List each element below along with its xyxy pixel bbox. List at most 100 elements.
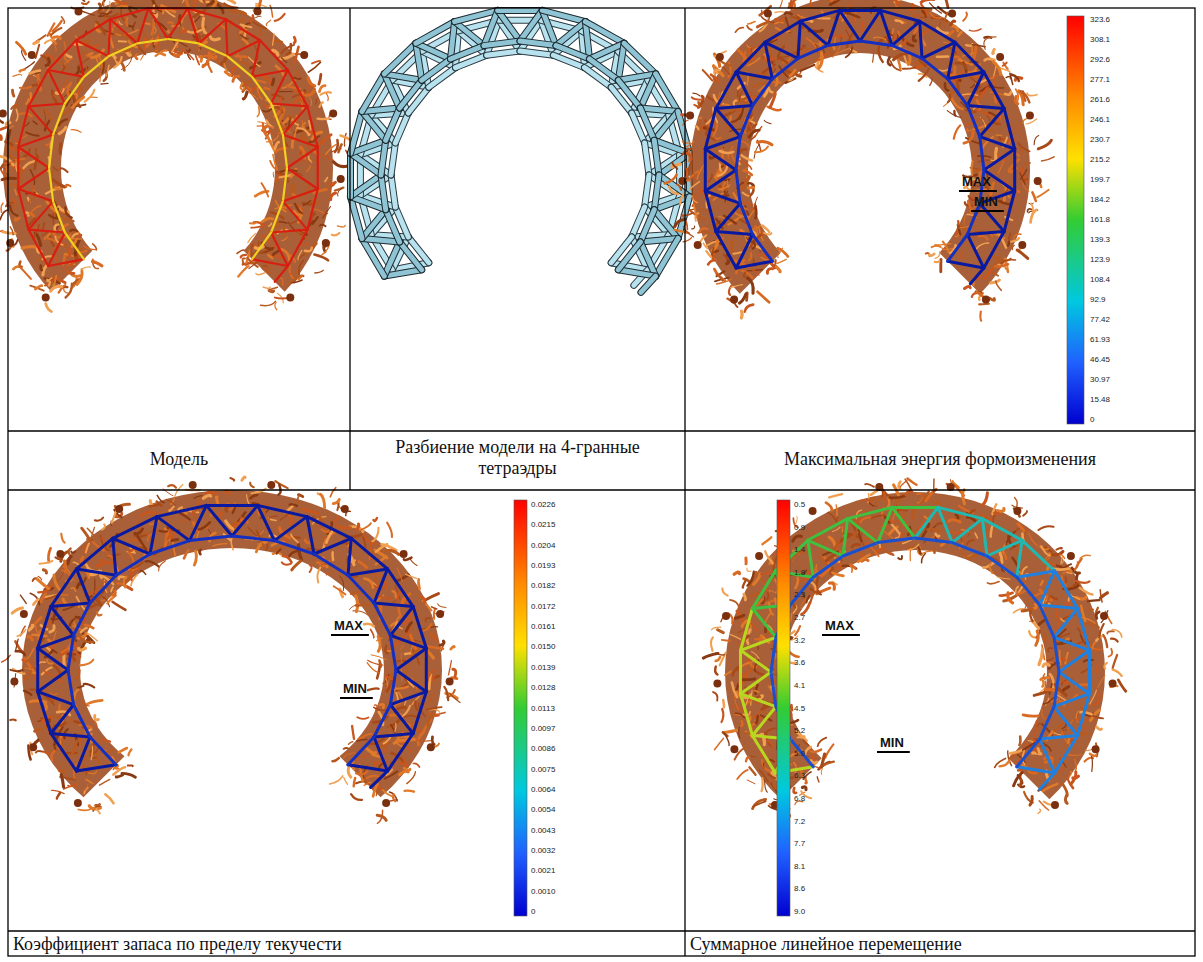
- foliage-stroke: [16, 42, 25, 54]
- foliage-stroke: [221, 0, 235, 3]
- foliage-stroke: [801, 47, 816, 50]
- lattice-bar: [109, 43, 138, 56]
- foliage-stroke: [789, 0, 792, 8]
- mesh-edge: [386, 108, 400, 140]
- mesh-bar: [455, 22, 484, 46]
- foliage-stroke: [2, 178, 16, 179]
- foliage-stroke: [680, 193, 684, 205]
- lattice-bar: [168, 8, 188, 39]
- foliage-stroke: [380, 704, 384, 708]
- foliage-stroke: [750, 130, 760, 137]
- mesh-edge: [618, 270, 655, 276]
- foliage-stroke: [998, 118, 1000, 123]
- lattice-bar: [48, 259, 84, 266]
- foliage-stroke: [321, 92, 331, 95]
- lattice-bar: [736, 235, 752, 269]
- foliage-stroke: [12, 203, 15, 208]
- foliage-stroke: [312, 61, 320, 64]
- mesh-edge: [487, 51, 520, 55]
- flower: [982, 295, 990, 303]
- foliage-stroke: [703, 70, 713, 81]
- foliage-stroke: [929, 254, 934, 256]
- foliage-stroke: [755, 197, 757, 208]
- foliage-stroke: [275, 14, 285, 21]
- lattice-bar: [29, 104, 65, 107]
- mesh-edge: [451, 22, 455, 59]
- foliage-stroke: [249, 15, 253, 21]
- foliage-stroke: [310, 565, 312, 572]
- lattice-bar: [716, 232, 753, 235]
- lattice-bar: [137, 8, 148, 43]
- foliage-stroke: [277, 221, 278, 228]
- foliage-stroke: [261, 301, 276, 305]
- foliage-stroke: [174, 50, 182, 53]
- lattice-bar: [828, 41, 860, 45]
- foliage-stroke: [1003, 63, 1007, 66]
- foliage-stroke: [294, 78, 301, 80]
- foliage-stroke: [935, 252, 940, 259]
- foliage-stroke: [61, 168, 68, 172]
- lattice-bar: [287, 147, 318, 168]
- foliage-stroke: [714, 269, 724, 280]
- foliage-stroke: [150, 501, 152, 506]
- arch-structure: [0, 0, 1126, 823]
- foliage-stroke: [240, 62, 250, 65]
- foliage-stroke: [748, 186, 754, 189]
- mesh-bar: [654, 175, 659, 210]
- foliage-stroke: [298, 250, 302, 259]
- foliage-stroke: [693, 172, 695, 179]
- foliage-stroke: [742, 271, 753, 278]
- mesh-edge: [416, 43, 451, 59]
- foliage-stroke: [945, 83, 948, 90]
- foliage-stroke: [743, 170, 751, 175]
- foliage-stroke: [81, 267, 90, 269]
- mesh-edge: [654, 140, 659, 175]
- foliage-stroke: [749, 124, 752, 129]
- foliage-stroke: [299, 261, 303, 275]
- foliage-stroke: [1023, 163, 1030, 168]
- foliage-stroke: [15, 218, 19, 220]
- foliage-stroke: [740, 107, 744, 119]
- mesh-edge: [585, 22, 624, 44]
- foliage-stroke: [1000, 138, 1003, 141]
- lattice-bar: [283, 201, 308, 229]
- foliage-stroke: [797, 0, 803, 1]
- foliage-stroke: [35, 285, 42, 289]
- foliage-stroke: [57, 602, 63, 604]
- lattice-bar: [288, 230, 308, 266]
- foliage-stroke: [428, 647, 443, 649]
- foliage-stroke: [909, 54, 911, 64]
- foliage-stroke: [305, 90, 314, 96]
- foliage-stroke: [68, 83, 71, 95]
- lattice-bar: [18, 147, 49, 168]
- foliage-stroke: [76, 0, 84, 1]
- foliage-stroke: [1, 156, 14, 165]
- foliage-stroke: [299, 545, 302, 560]
- foliage-stroke: [14, 138, 17, 142]
- foliage-stroke: [321, 135, 332, 144]
- foliage-stroke: [237, 29, 239, 38]
- foliage-stroke: [387, 523, 392, 537]
- foliage-stroke: [762, 226, 769, 232]
- foliage-stroke: [258, 75, 270, 83]
- foliage-stroke: [344, 133, 346, 146]
- foliage-stroke: [290, 187, 294, 192]
- mesh-edge: [362, 74, 384, 112]
- foliage-stroke: [951, 21, 955, 25]
- foliage-stroke: [948, 95, 950, 102]
- lattice-bar: [29, 106, 54, 134]
- foliage-stroke: [325, 178, 327, 182]
- lattice-bar: [48, 70, 65, 104]
- foliage-stroke: [968, 201, 971, 214]
- foliage-stroke: [996, 281, 1001, 290]
- arch-body: [22, 490, 442, 797]
- lattice-bar: [860, 10, 880, 41]
- foliage-stroke: [252, 85, 257, 89]
- lattice-bar: [252, 70, 288, 77]
- mesh-edge: [351, 112, 363, 154]
- foliage-stroke: [263, 287, 270, 289]
- lattice-bar: [271, 233, 288, 267]
- foliage-stroke: [797, 75, 801, 77]
- foliage-stroke: [776, 266, 780, 272]
- foliage-stroke: [233, 76, 239, 81]
